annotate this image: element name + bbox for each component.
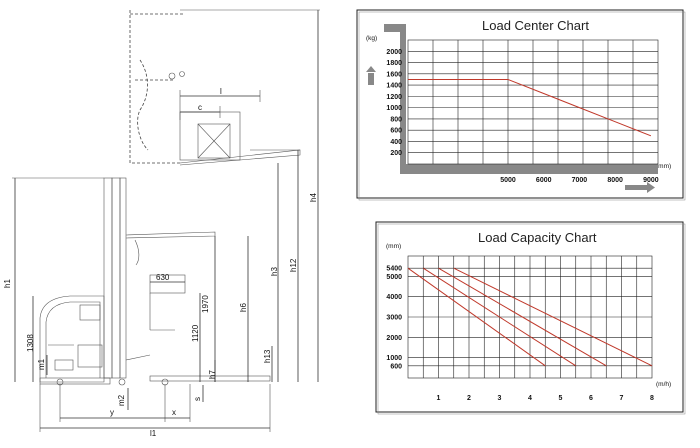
y-unit: (mm) [386,243,401,250]
x-tick-label: 8 [650,395,654,402]
x-tick-label: 5000 [500,177,516,184]
dim-label-1120: 1120 [191,324,200,342]
x-unit: (m/h) [656,381,671,388]
series-line-1 [407,267,546,367]
y-tick-label: 600 [390,128,402,135]
tick-labels: 200 400 600 800 1000 1200 1400 1600 1800 2000 5000… [386,49,658,184]
chart-grid [407,39,659,165]
y-tick-label: 1400 [386,83,402,90]
dim-label-m1: m1 [37,358,46,370]
upper-dimensions: l c [179,87,261,120]
y-tick-label: 1800 [386,60,402,67]
load-center-chart: Load Center Chart (kg) (mm) 200 400 600 800… [356,9,686,201]
dim-label-m2: m2 [117,394,126,406]
chart-title: Load Capacity Chart [478,230,597,245]
axis-bar-bottom [400,164,658,174]
dim-label-x: x [172,408,176,417]
axis-bar-left [400,24,406,174]
dim-label-h4: h4 [309,193,318,202]
x-tick-label: 3 [498,395,502,402]
dim-label-c: c [198,103,202,112]
dim-label-h12: h12 [289,258,298,272]
y-tick-label: 2000 [386,335,402,342]
up-arrow-icon [366,66,376,85]
raised-platform [129,10,301,166]
x-tick-label: 7 [620,395,624,402]
series-layer [407,267,653,367]
chart-title: Load Center Chart [482,18,589,33]
y-tick-label: 400 [390,139,402,146]
series-line-2 [423,267,577,367]
x-tick-label: 6000 [536,177,552,184]
x-tick-label: 1 [437,395,441,402]
dim-label-1970: 1970 [201,295,210,313]
y-unit: (kg) [366,35,377,42]
vertical-dimensions: h1 1308 m1 1970 1120 h7 h6 h13 h3 h12 h4 [3,9,320,410]
dim-label-l1: l1 [150,429,157,438]
dim-label-l: l [220,87,222,96]
x-tick-label: 7000 [572,177,588,184]
lowered-platform [125,231,216,361]
dim-label-h1: h1 [3,279,12,288]
mast [103,177,127,379]
dim-label-630: 630 [156,273,170,282]
y-tick-label: 5400 [386,266,402,273]
series-layer [408,79,652,137]
y-tick-label: 1000 [386,355,402,362]
y-tick-label: 4000 [386,294,402,301]
truck-drawing: l c [3,9,320,438]
y-tick-label: 2000 [386,49,402,56]
dim-label-s: s [193,397,202,401]
series-line-4 [453,267,653,367]
dim-label-h13: h13 [263,349,272,363]
x-tick-label: 5 [559,395,563,402]
x-unit: (mm) [656,163,671,170]
dim-label-h7: h7 [208,370,217,379]
x-tick-label: 4 [528,395,532,402]
y-tick-label: 200 [390,150,402,157]
x-tick-label: 8000 [607,177,623,184]
dim-label-1308: 1308 [26,334,35,352]
y-tick-label: 800 [390,116,402,123]
y-tick-label: 3000 [386,315,402,322]
x-tick-label: 2 [467,395,471,402]
right-arrow-icon [625,182,655,193]
dim-label-y: y [110,408,114,417]
y-tick-label: 1600 [386,71,402,78]
y-tick-label: 1000 [386,105,402,112]
y-tick-label: 600 [390,363,402,370]
x-tick-label: 9000 [643,177,659,184]
dim-label-h6: h6 [239,303,248,312]
y-tick-label: 5000 [386,274,402,281]
chassis [39,295,271,386]
series-line-3 [438,267,607,367]
series-line-1 [408,79,652,137]
chart-grid [407,255,653,379]
y-tick-label: 1200 [386,94,402,101]
horizontal-dimensions: y x l1 [39,384,271,438]
dim-label-h3: h3 [270,267,279,276]
x-tick-label: 6 [589,395,593,402]
axis-bar-top [384,24,406,32]
